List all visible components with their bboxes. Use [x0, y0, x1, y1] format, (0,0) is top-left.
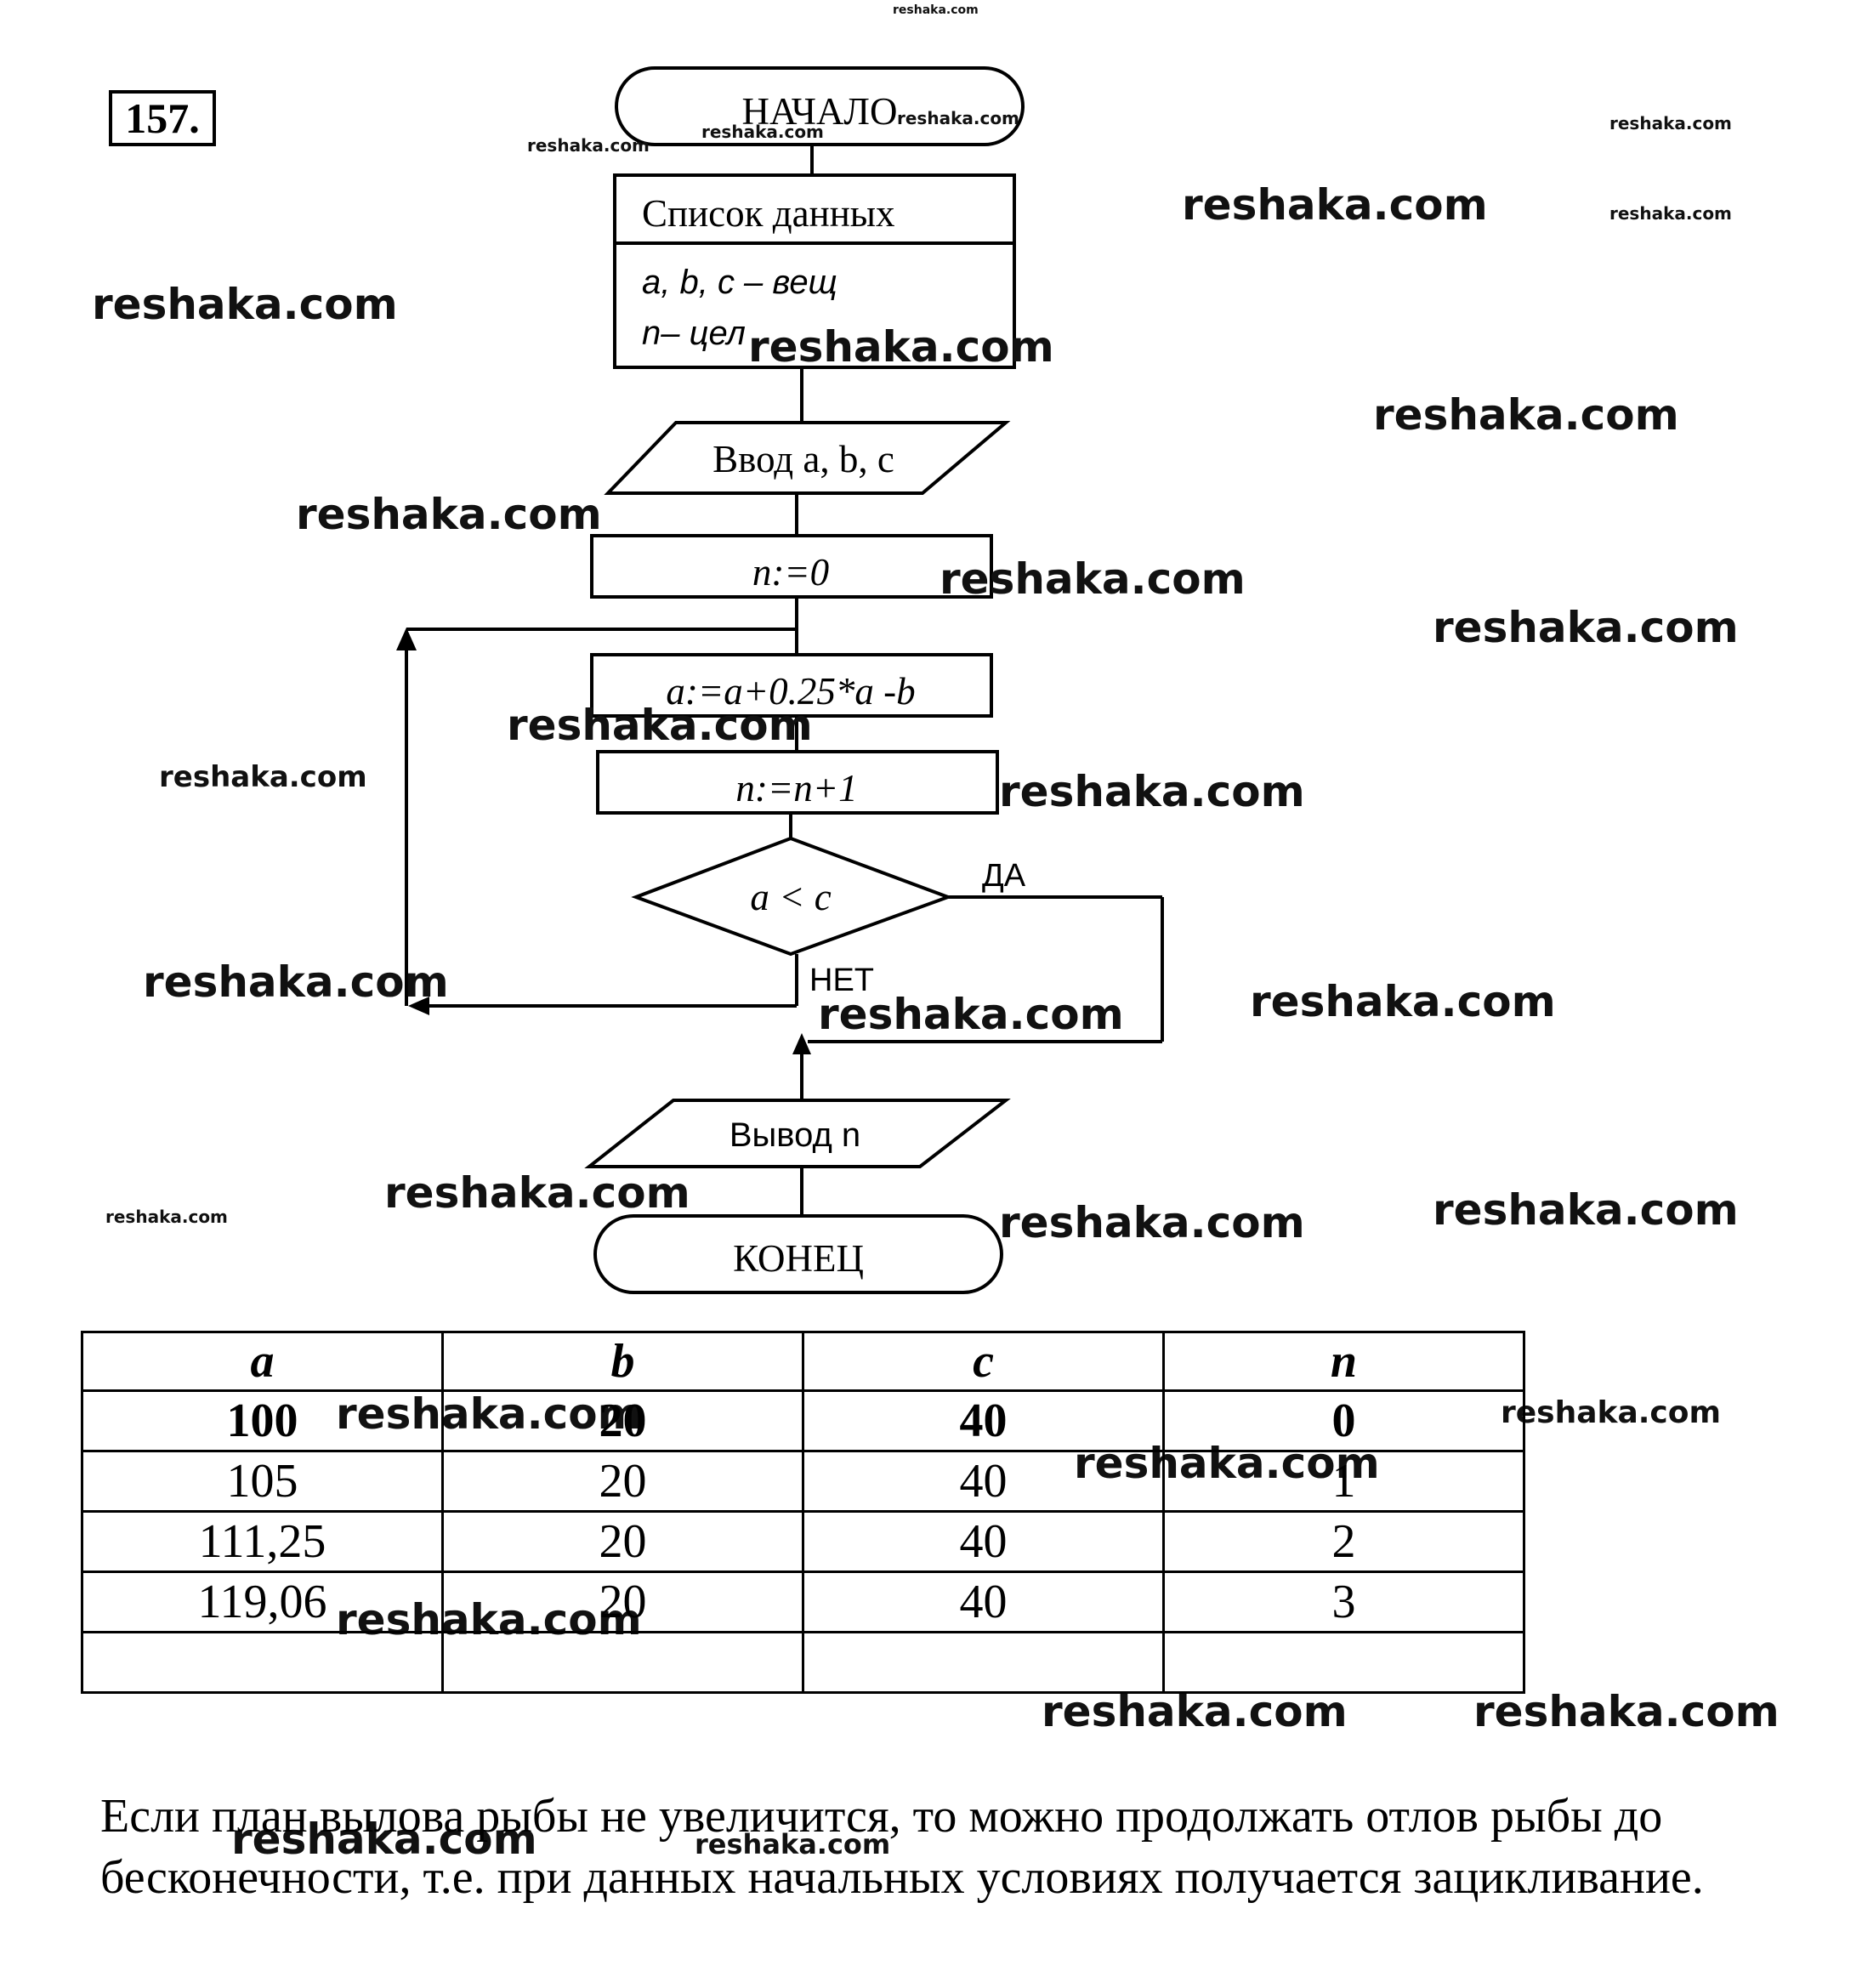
watermark: reshaka.com: [92, 280, 398, 329]
watermark: reshaka.com: [1473, 1687, 1780, 1736]
table-row: [81, 1631, 1525, 1694]
watermark: reshaka.com: [999, 1198, 1305, 1247]
watermark: reshaka.com: [296, 490, 602, 539]
watermark: reshaka.com: [1609, 203, 1732, 224]
watermark: reshaka.com: [940, 554, 1246, 604]
table-cell: 40: [802, 1450, 1165, 1513]
data-list-box: [613, 173, 1016, 369]
table-cell: 0: [1162, 1389, 1525, 1452]
watermark: reshaka.com: [105, 1207, 228, 1227]
data-line2: n– цел: [642, 315, 746, 352]
loop-arrow-head: [396, 628, 417, 650]
table-cell: 3: [1162, 1571, 1525, 1633]
table-cell: 119,06: [81, 1571, 444, 1633]
increment-label: n:=n+1: [735, 767, 857, 809]
output-label: Вывод n: [729, 1116, 860, 1154]
table-cell: 20: [441, 1389, 804, 1452]
watermark: reshaka.com: [1433, 603, 1739, 652]
init-label: n:=0: [752, 551, 829, 594]
watermark: reshaka.com: [159, 760, 367, 794]
table-header-row: a b c n: [81, 1331, 1525, 1392]
end-terminator: [593, 1214, 1003, 1294]
watermark: reshaka.com: [384, 1168, 690, 1218]
watermark: reshaka.com: [695, 1828, 890, 1860]
watermark: reshaka.com: [999, 767, 1305, 816]
trace-table: a b c n 100 20 40 0 105 20 40 1 111,25 2…: [81, 1331, 1525, 1694]
condition-diamond: [631, 836, 953, 957]
table-cell: 105: [81, 1450, 444, 1513]
table-header-cell: b: [441, 1331, 804, 1392]
table-cell: 40: [802, 1510, 1165, 1573]
update-a-box: [590, 653, 993, 718]
watermark: reshaka.com: [1433, 1185, 1739, 1235]
table-row: 105 20 40 1: [81, 1450, 1525, 1513]
table-cell: [802, 1631, 1165, 1694]
watermark: reshaka.com: [1250, 977, 1556, 1026]
watermark: reshaka.com: [1182, 180, 1488, 230]
table-row: 119,06 20 40 3: [81, 1571, 1525, 1633]
table-cell: [1162, 1631, 1525, 1694]
table-header-cell: c: [802, 1331, 1165, 1392]
init-box: [590, 534, 993, 599]
watermark: reshaka.com: [507, 701, 813, 750]
watermark: reshaka.com: [1609, 113, 1732, 133]
watermark: reshaka.com: [527, 135, 650, 156]
table-cell: 111,25: [81, 1510, 444, 1573]
table-cell: [81, 1631, 444, 1694]
watermark: reshaka.com: [893, 3, 979, 17]
start-terminator: [615, 66, 1025, 146]
watermark: reshaka.com: [231, 1815, 537, 1864]
watermark: reshaka.com: [1501, 1395, 1721, 1430]
watermark: reshaka.com: [701, 122, 824, 142]
condition-label: a < c: [750, 876, 831, 918]
table-cell: 1: [1162, 1450, 1525, 1513]
table-cell: 100: [81, 1389, 444, 1452]
watermark: reshaka.com: [1042, 1687, 1348, 1736]
yes-label: ДА: [982, 858, 1026, 894]
no-arrow-head: [408, 997, 429, 1015]
conclusion-text: Если план вылова рыбы не увеличится, то …: [100, 1790, 1704, 1904]
watermark: reshaka.com: [897, 108, 1019, 128]
increment-box: [596, 750, 999, 815]
data-title: Список данных: [642, 192, 895, 235]
no-label: НЕТ: [809, 963, 874, 998]
table-header-cell: a: [81, 1331, 444, 1392]
table-row: 111,25 20 40 2: [81, 1510, 1525, 1573]
watermark: reshaka.com: [818, 990, 1124, 1039]
watermark: reshaka.com: [748, 322, 1054, 372]
end-label: КОНЕЦ: [733, 1237, 864, 1280]
table-cell: 40: [802, 1571, 1165, 1633]
problem-number: 157.: [109, 90, 216, 146]
update-a-label: a:=a+0.25*a -b: [666, 670, 915, 713]
input-label: Ввод a, b, c: [712, 438, 894, 480]
watermark: reshaka.com: [143, 957, 449, 1007]
table-cell: 40: [802, 1389, 1165, 1452]
input-parallelogram: [604, 421, 1011, 495]
table-cell: 20: [441, 1450, 804, 1513]
data-line1: a, b, c – вещ: [642, 264, 837, 301]
table-cell: 20: [441, 1571, 804, 1633]
table-cell: [441, 1631, 804, 1694]
output-parallelogram: [584, 1099, 1011, 1168]
start-label: НАЧАЛО: [742, 90, 898, 133]
table-header-cell: n: [1162, 1331, 1525, 1392]
merge-arrow-head: [792, 1033, 811, 1054]
watermark: reshaka.com: [1373, 390, 1679, 440]
table-row: 100 20 40 0: [81, 1389, 1525, 1452]
table-cell: 2: [1162, 1510, 1525, 1573]
table-cell: 20: [441, 1510, 804, 1573]
